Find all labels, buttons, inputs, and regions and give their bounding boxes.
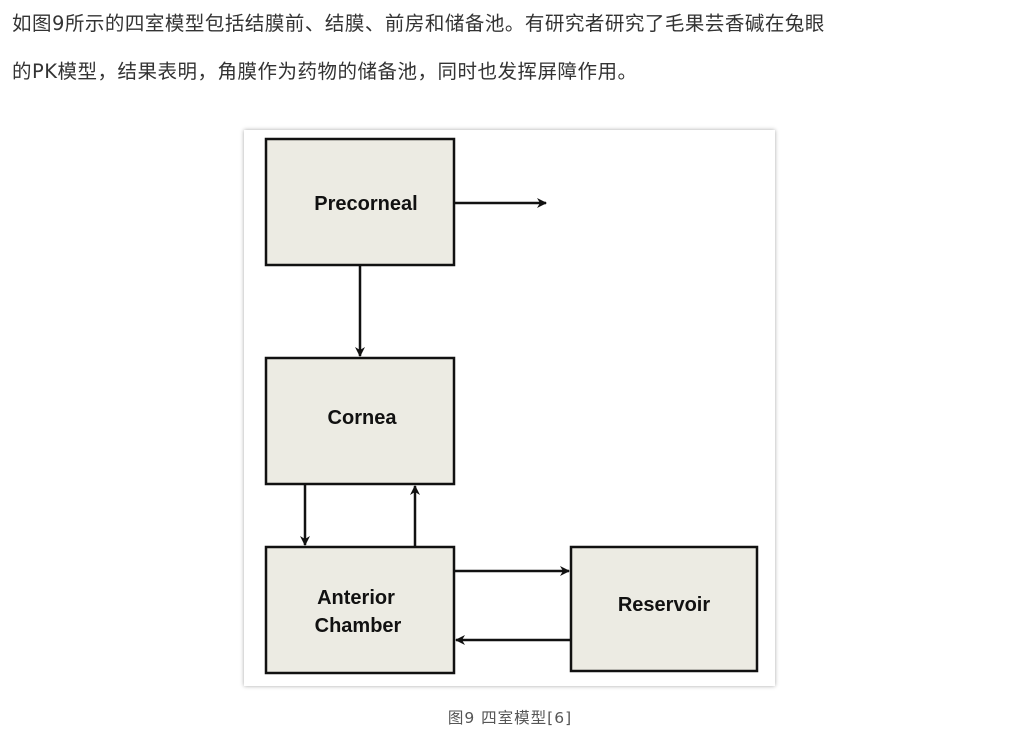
precorneal-box bbox=[264, 137, 456, 267]
node-reservoir: Reservoir bbox=[569, 545, 759, 673]
node-anterior-chamber: Anterior Chamber bbox=[264, 545, 456, 675]
four-compartment-diagram: Precorneal Cornea Anterior Chamber Reser… bbox=[264, 137, 759, 675]
cornea-label: Cornea bbox=[328, 407, 398, 429]
reservoir-label: Reservoir bbox=[618, 594, 710, 616]
anterior-chamber-label-line-1: Anterior bbox=[317, 587, 395, 609]
reservoir-box bbox=[569, 545, 759, 673]
precorneal-label: Precorneal bbox=[314, 193, 417, 215]
cornea-box bbox=[264, 356, 456, 486]
node-cornea: Cornea bbox=[264, 356, 456, 486]
node-precorneal: Precorneal bbox=[264, 137, 456, 267]
paragraph-line-2: 的PK模型，结果表明，角膜作为药物的储备池，同时也发挥屏障作用。 bbox=[12, 60, 638, 83]
article-paragraph: 如图9所示的四室模型包括结膜前、结膜、前房和储备池。有研究者研究了毛果芸香碱在兔… bbox=[12, 0, 1012, 96]
figure-caption: 图9 四室模型[6] bbox=[447, 709, 573, 727]
anterior-chamber-label-line-2: Chamber bbox=[315, 615, 402, 637]
paragraph-line-1: 如图9所示的四室模型包括结膜前、结膜、前房和储备池。有研究者研究了毛果芸香碱在兔… bbox=[12, 12, 825, 35]
figure-panel: Precorneal Cornea Anterior Chamber Reser… bbox=[244, 130, 775, 686]
anterior-chamber-box bbox=[264, 545, 456, 675]
